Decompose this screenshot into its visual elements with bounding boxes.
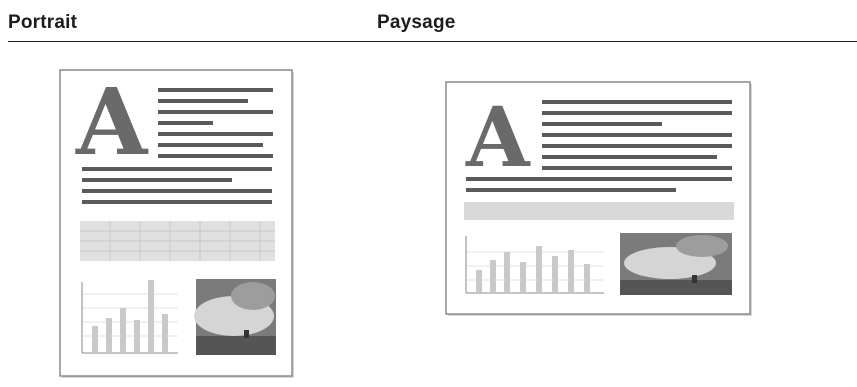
header-rule <box>8 41 857 42</box>
landscape-big-letter: A <box>465 90 531 186</box>
landscape-text-lines <box>466 100 732 192</box>
portrait-text-lines <box>82 88 273 204</box>
landscape-heading: Paysage <box>377 12 456 33</box>
landscape-mini-chart <box>465 236 604 294</box>
landscape-page-illustration: A <box>445 81 752 316</box>
landscape-table-band <box>464 202 734 220</box>
landscape-photo <box>620 233 732 295</box>
portrait-heading: Portrait <box>8 12 78 33</box>
portrait-table-band <box>80 221 275 261</box>
portrait-mini-chart <box>81 280 178 354</box>
portrait-page-illustration: A <box>59 68 294 378</box>
portrait-photo <box>194 279 276 355</box>
portrait-big-letter: A <box>75 68 149 176</box>
